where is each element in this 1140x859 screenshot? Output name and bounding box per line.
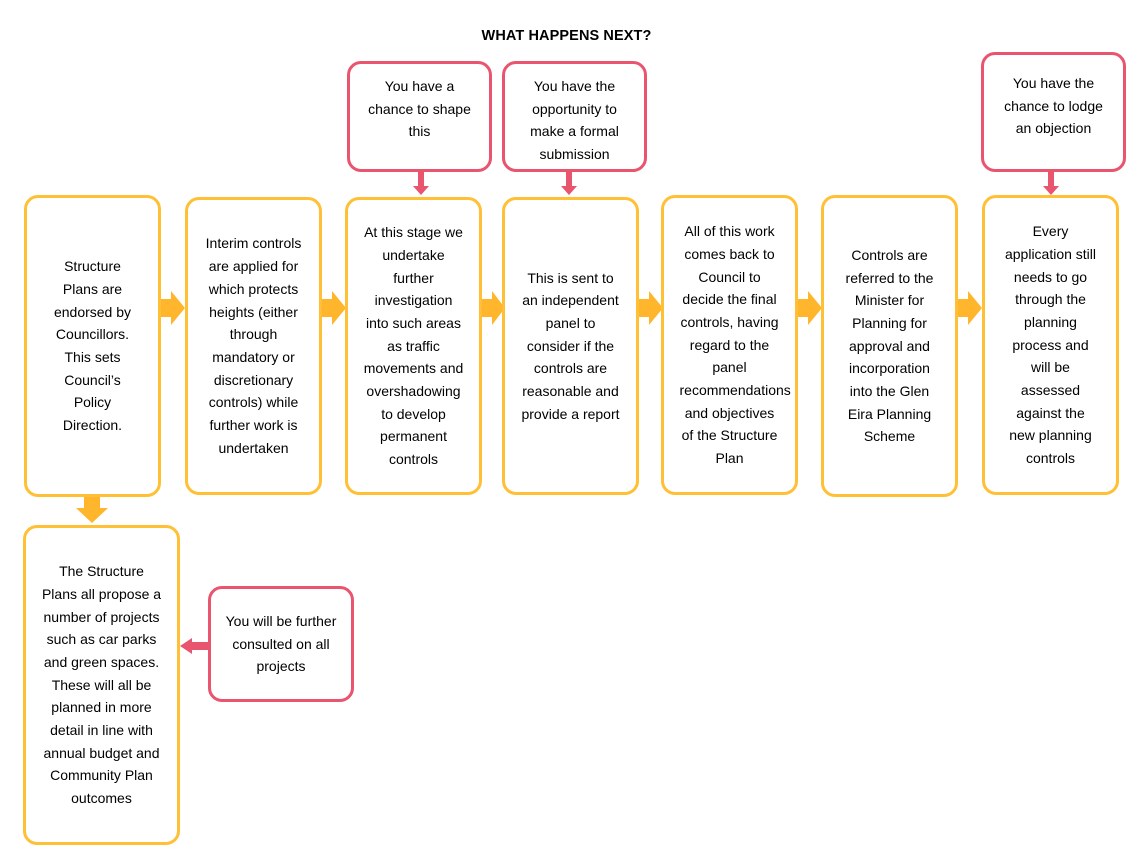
input-arrow-submission (561, 172, 577, 195)
input-arrow-objection (1043, 172, 1059, 195)
step-7-text: Every application still needs to go thro… (1004, 223, 1097, 467)
input-box-consulted: You will be further consulted on all pro… (208, 586, 354, 702)
process-arrow-6-7 (957, 291, 982, 325)
input-consulted-text: You will be further consulted on all pro… (225, 612, 337, 675)
step-box-3: At this stage we undertake further inves… (345, 197, 482, 495)
input-objection-text: You have the chance to lodge an objectio… (1004, 75, 1103, 137)
process-arrow-5-6 (797, 291, 822, 325)
process-arrow-1-2 (160, 291, 185, 325)
input-arrow-consulted (180, 638, 210, 654)
projects-text: The Structure Plans all propose a number… (41, 563, 162, 807)
step-box-5: All of this work comes back to Council t… (661, 195, 798, 495)
step-box-1: Structure Plans are endorsed by Councill… (24, 195, 161, 497)
input-submission-text: You have the opportunity to make a forma… (530, 78, 619, 163)
step-1-text: Structure Plans are endorsed by Councill… (53, 258, 132, 434)
input-box-objection: You have the chance to lodge an objectio… (981, 52, 1126, 172)
input-shape-text: You have a chance to shape this (368, 78, 471, 140)
diagram-title: WHAT HAPPENS NEXT? (481, 28, 652, 44)
step-6-text: Controls are referred to the Minister fo… (845, 246, 934, 445)
step-5-text: All of this work comes back to Council t… (679, 223, 791, 467)
step-3-text: At this stage we undertake further inves… (363, 224, 464, 468)
step-2-text: Interim controls are applied for which p… (205, 235, 302, 456)
process-arrow-2-3 (321, 291, 346, 325)
projects-box: The Structure Plans all propose a number… (23, 525, 180, 845)
step-box-2: Interim controls are applied for which p… (185, 197, 322, 495)
process-arrow-3-4 (481, 291, 505, 325)
process-arrow-down (76, 496, 108, 523)
input-box-submission: You have the opportunity to make a forma… (502, 61, 647, 172)
input-arrow-shape (413, 172, 429, 195)
step-box-4: This is sent to an independent panel to … (502, 197, 639, 495)
process-arrow-4-5 (638, 291, 663, 325)
step-4-text: This is sent to an independent panel to … (521, 269, 620, 422)
step-box-6: Controls are referred to the Minister fo… (821, 195, 958, 497)
input-box-shape: You have a chance to shape this (347, 61, 492, 172)
step-box-7: Every application still needs to go thro… (982, 195, 1119, 495)
